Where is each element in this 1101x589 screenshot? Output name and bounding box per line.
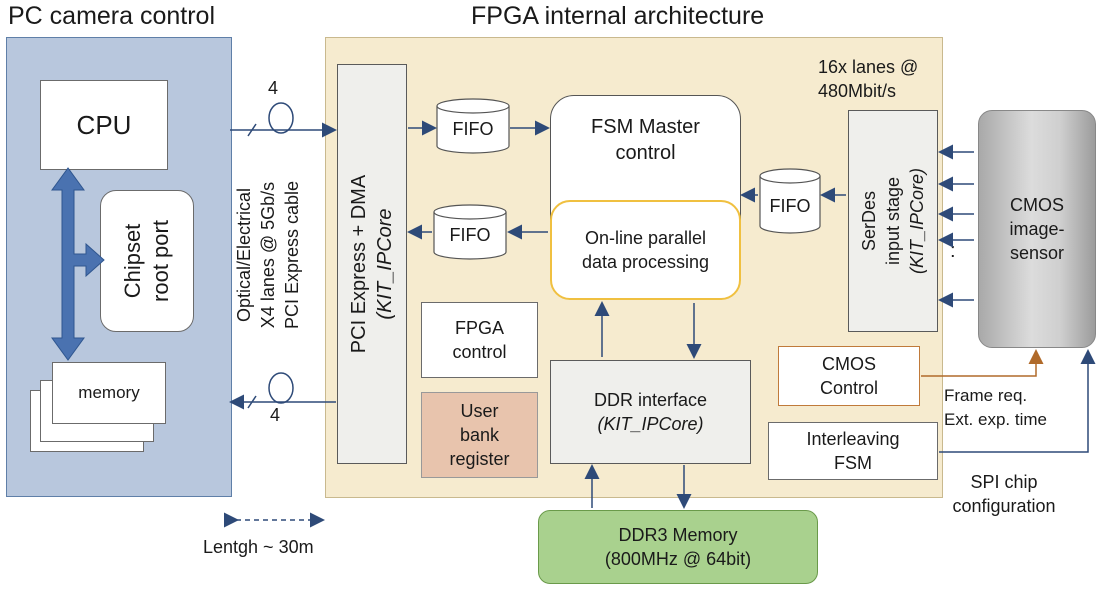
processing-box: On-line parallel data processing <box>550 200 741 300</box>
fpga-title: FPGA internal architecture <box>471 2 765 30</box>
user-bank-line2: bank <box>459 425 500 445</box>
interleaving-fsm-box: Interleaving FSM <box>768 422 938 480</box>
ddr3-memory: DDR3 Memory (800MHz @ 64bit) <box>538 510 818 584</box>
cable-top <box>230 102 337 138</box>
fifo-1-label: FIFO <box>452 119 494 139</box>
lane-count-bottom: 4 <box>270 405 281 425</box>
ext-exp-label: Ext. exp. time <box>944 410 1047 429</box>
fifo-3: FIFO <box>760 186 820 226</box>
spi-config-label: SPI chip configuration <box>944 470 1064 518</box>
cmos-control-line1: CMOS <box>822 354 876 374</box>
ddr3-line1: DDR3 Memory <box>618 525 738 545</box>
fifo-3-label: FIFO <box>769 196 811 216</box>
processing-label-line1: On-line parallel <box>584 228 707 248</box>
internal-arrows <box>407 120 846 509</box>
spi-line1: SPI chip <box>970 472 1038 492</box>
fifo-cylinders <box>433 98 821 260</box>
fifo-2: FIFO <box>434 218 506 252</box>
lanes-label: 16x lanes @ 480Mbit/s <box>818 55 918 103</box>
user-bank-register: User bank register <box>421 392 538 478</box>
cable-bottom <box>229 372 336 410</box>
fsm-master-label: FSM Master control <box>550 110 741 170</box>
fpga-control-box: FPGA control <box>421 302 538 378</box>
memory-label: memory <box>78 383 140 402</box>
ddr3-line2: (800MHz @ 64bit) <box>604 549 752 569</box>
interleaving-line1: Interleaving <box>806 429 900 449</box>
frame-req-label: Frame req. <box>944 386 1028 405</box>
fifo-2-label: FIFO <box>449 225 491 245</box>
fpga-control-line2: control <box>452 342 507 362</box>
spi-config-line <box>939 349 1096 453</box>
fsm-label-line2: control <box>615 142 676 164</box>
sensor-lane-arrows <box>938 144 974 308</box>
cable-length-label: Lentgh ~ 30m <box>203 537 314 557</box>
fpga-control-line1: FPGA <box>454 318 504 338</box>
ddr-if-line1: DDR interface <box>593 390 708 410</box>
sensor-line1: CMOS <box>1010 195 1064 215</box>
fifo-1: FIFO <box>437 112 509 146</box>
frame-req-line <box>921 349 1044 377</box>
lanes-line2: 480Mbit/s <box>818 81 897 101</box>
cmos-control-line2: Control <box>819 378 879 398</box>
user-bank-line1: User <box>460 401 499 421</box>
pc-bus-arrow <box>51 167 105 361</box>
interleaving-line2: FSM <box>834 453 872 473</box>
user-bank-line3: register <box>449 449 510 469</box>
ddr-interface-block: DDR interface (KIT_IPCore) <box>550 360 751 464</box>
serdes-block: SerDes input stage (KIT_IPCore) <box>848 110 938 332</box>
sensor-line3: sensor <box>1009 243 1065 263</box>
lanes-line1: 16x lanes @ <box>818 57 919 77</box>
cmos-image-sensor: CMOS image- sensor <box>978 110 1096 348</box>
sensor-lane-dots: : <box>950 240 956 262</box>
pc-title: PC camera control <box>8 2 216 30</box>
fsm-label-line1: FSM Master <box>591 116 700 138</box>
ddr-if-line2: (KIT_IPCore) <box>597 414 704 434</box>
cpu-label: CPU <box>76 109 132 140</box>
frame-signals: Frame req. Ext. exp. time <box>944 384 1047 432</box>
pcie-dma-block: PCI Express + DMA (KIT_IPCore <box>337 64 407 464</box>
spi-line2: configuration <box>952 496 1056 516</box>
lane-count-top: 4 <box>268 78 279 98</box>
memory-box: memory <box>52 362 166 424</box>
cmos-control-box: CMOS Control <box>778 346 920 406</box>
processing-label-line2: data processing <box>581 252 710 272</box>
cpu-box: CPU <box>40 80 168 170</box>
sensor-line2: image- <box>1009 219 1065 239</box>
